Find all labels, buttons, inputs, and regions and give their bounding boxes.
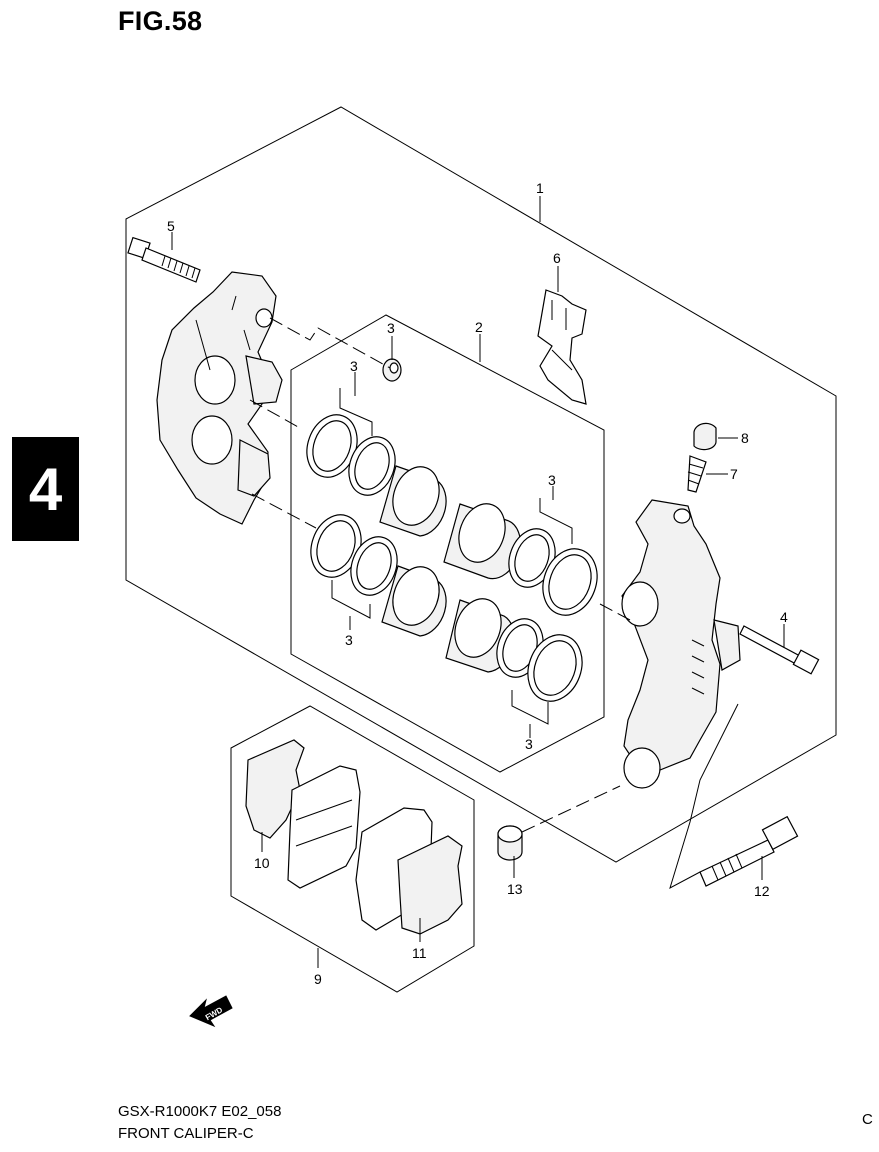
brake-pad-11 [355,807,463,935]
alignment-line-middle [249,399,301,429]
alignment-line-upper [269,317,391,369]
section-tab-label: 4 [28,455,63,523]
callout-10: 10 [254,855,270,871]
figure-title: FIG.58 [118,6,203,36]
washer-3 [382,358,402,382]
footer-model-code: GSX-R1000K7 E02_058 [118,1103,282,1120]
callout-13: 13 [507,881,523,897]
footer-edge-glyph: C [862,1111,873,1128]
brake-pad-10 [245,739,361,889]
pad-pin-4 [739,625,820,675]
section-tab: 4 [12,437,79,541]
bolt-5 [127,236,201,283]
callout-3-lower-seals: 3 [345,632,353,648]
alignment-line-lower [251,493,317,529]
pad-group-outline [230,705,475,993]
collar-13 [497,825,523,861]
callout-12: 12 [754,883,770,899]
footer-diagram-name: FRONT CALIPER-C [118,1125,254,1142]
callout-2: 2 [475,319,483,335]
left-caliper-half [156,271,283,525]
callout-6: 6 [553,250,561,266]
piston-seals-right [496,528,598,702]
piston-seals-upper [306,414,396,496]
bleeder-valve-7 [687,455,707,493]
callout-11: 11 [412,945,427,961]
assembly-outline [125,106,837,863]
piston-group-outline [290,314,605,773]
callout-9: 9 [314,971,322,987]
callout-1: 1 [536,180,544,196]
callout-3-right-seals: 3 [548,472,556,488]
alignment-line-right [599,603,631,621]
alignment-line-bolt [669,703,739,890]
callout-4: 4 [780,609,788,625]
bleeder-cap-8 [693,422,717,451]
callout-3-bottom-seals: 3 [525,736,533,752]
forward-arrow-icon: FWD [189,995,233,1028]
mounting-bolt-12 [699,815,799,887]
callout-3-upper-seals: 3 [350,358,358,374]
callout-3-washer: 3 [387,320,395,336]
pad-spring-6 [537,289,587,405]
alignment-line-collar [521,785,621,833]
piston-seals-lower [310,514,398,596]
callout-5: 5 [167,218,175,234]
callout-7: 7 [730,466,738,482]
right-caliper-half [621,499,741,789]
callout-8: 8 [741,430,749,446]
